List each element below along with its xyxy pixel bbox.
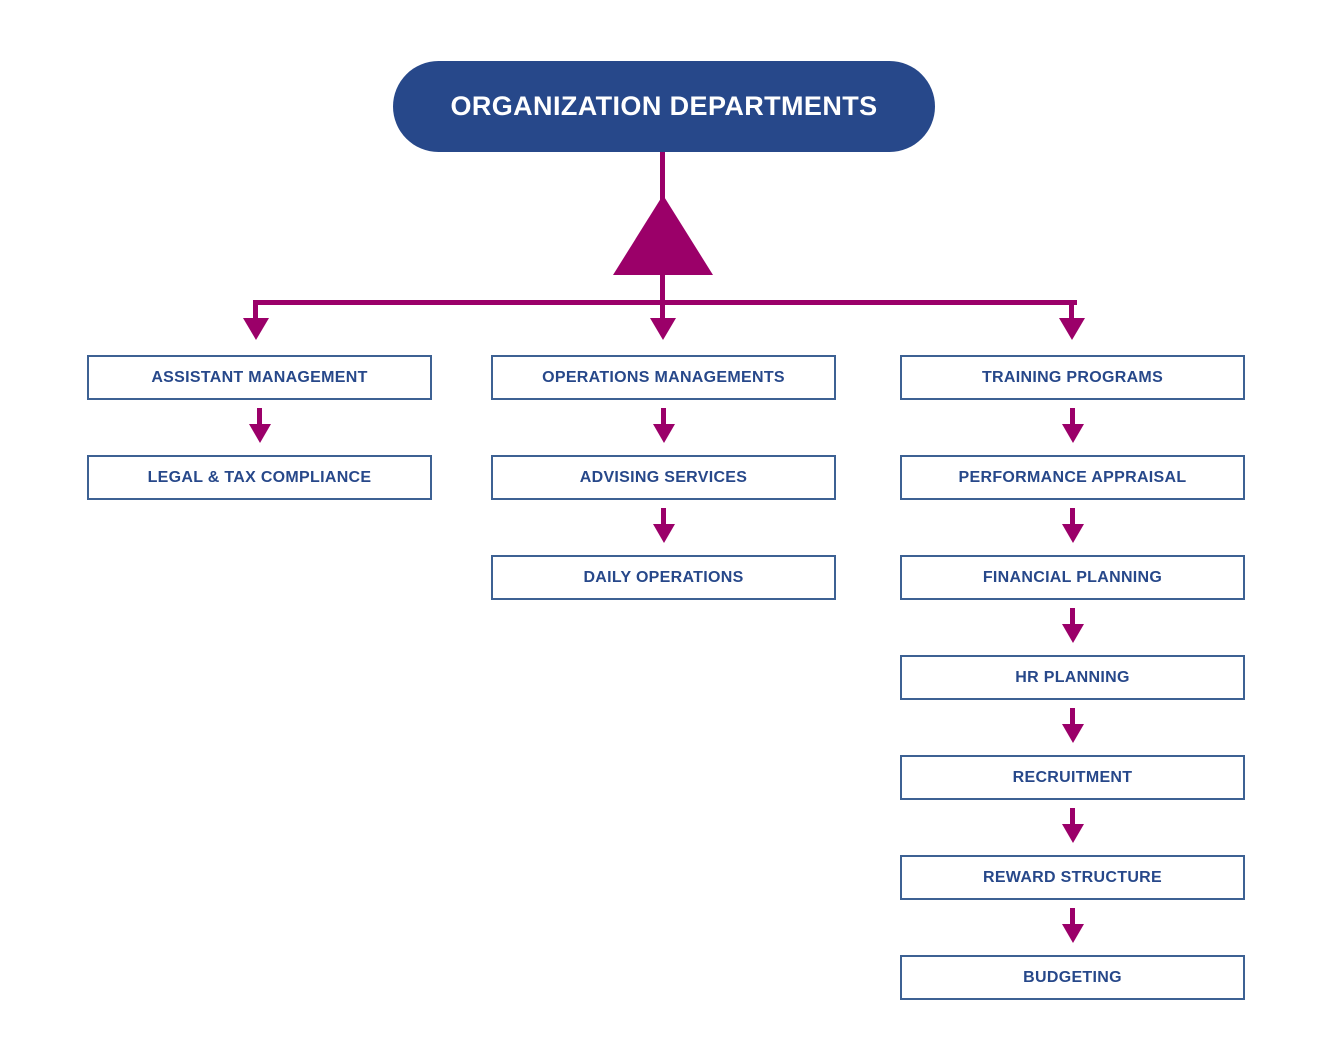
root-node-label: ORGANIZATION DEPARTMENTS <box>450 91 878 121</box>
node-label: TRAINING PROGRAMS <box>981 368 1164 386</box>
root-trunk-line-lower <box>660 275 665 305</box>
node-advising-services[interactable]: ADVISING SERVICES <box>491 455 836 500</box>
connector-line-c3-1 <box>1070 408 1075 428</box>
connector-line-c1-1 <box>257 408 262 428</box>
connector-line-c2-2 <box>661 508 666 528</box>
connector-arrow-icon-c3-3 <box>1062 624 1084 643</box>
branch-drop-line-column-3 <box>1069 300 1074 320</box>
node-performance-appraisal[interactable]: PERFORMANCE APPRAISAL <box>900 455 1245 500</box>
node-legal-tax-compliance[interactable]: LEGAL & TAX COMPLIANCE <box>87 455 432 500</box>
connector-line-c3-3 <box>1070 608 1075 628</box>
node-label: REWARD STRUCTURE <box>982 868 1163 886</box>
connector-line-c3-5 <box>1070 808 1075 828</box>
branch-drop-line-column-2 <box>660 300 665 320</box>
branch-drop-line-column-1 <box>253 300 258 320</box>
node-label: HR PLANNING <box>1015 668 1130 686</box>
node-label: RECRUITMENT <box>1012 768 1133 786</box>
connector-arrow-icon-c3-6 <box>1062 924 1084 943</box>
connector-arrow-icon-c3-2 <box>1062 524 1084 543</box>
node-hr-planning[interactable]: HR PLANNING <box>900 655 1245 700</box>
connector-line-c3-4 <box>1070 708 1075 728</box>
root-node-organization-departments[interactable]: ORGANIZATION DEPARTMENTS <box>393 61 935 152</box>
branch-arrow-icon-column-3 <box>1059 318 1085 340</box>
connector-arrow-icon-c3-1 <box>1062 424 1084 443</box>
node-reward-structure[interactable]: REWARD STRUCTURE <box>900 855 1245 900</box>
node-label: ASSISTANT MANAGEMENT <box>151 368 368 386</box>
node-label: FINANCIAL PLANNING <box>982 568 1163 586</box>
connector-line-c2-1 <box>661 408 666 428</box>
connector-arrow-icon-c2-2 <box>653 524 675 543</box>
node-label: OPERATIONS MANAGEMENTS <box>542 368 785 386</box>
node-recruitment[interactable]: RECRUITMENT <box>900 755 1245 800</box>
node-operations-managements[interactable]: OPERATIONS MANAGEMENTS <box>491 355 836 400</box>
connector-arrow-icon-c1-1 <box>249 424 271 443</box>
connector-arrow-icon-c2-1 <box>653 424 675 443</box>
node-label: BUDGETING <box>1023 968 1122 986</box>
node-financial-planning[interactable]: FINANCIAL PLANNING <box>900 555 1245 600</box>
node-training-programs[interactable]: TRAINING PROGRAMS <box>900 355 1245 400</box>
branch-arrow-icon-column-1 <box>243 318 269 340</box>
node-assistant-management[interactable]: ASSISTANT MANAGEMENT <box>87 355 432 400</box>
node-budgeting[interactable]: BUDGETING <box>900 955 1245 1000</box>
connector-line-c3-2 <box>1070 508 1075 528</box>
upward-triangle-icon <box>613 195 713 275</box>
connector-line-c3-6 <box>1070 908 1075 928</box>
node-label: ADVISING SERVICES <box>579 468 748 486</box>
branch-arrow-icon-column-2 <box>650 318 676 340</box>
root-trunk-line-upper <box>660 152 665 200</box>
node-label: DAILY OPERATIONS <box>583 568 744 586</box>
connector-arrow-icon-c3-5 <box>1062 824 1084 843</box>
node-daily-operations[interactable]: DAILY OPERATIONS <box>491 555 836 600</box>
node-label: PERFORMANCE APPRAISAL <box>958 468 1187 486</box>
distribution-bar <box>253 300 1077 305</box>
connector-arrow-icon-c3-4 <box>1062 724 1084 743</box>
node-label: LEGAL & TAX COMPLIANCE <box>147 468 372 486</box>
